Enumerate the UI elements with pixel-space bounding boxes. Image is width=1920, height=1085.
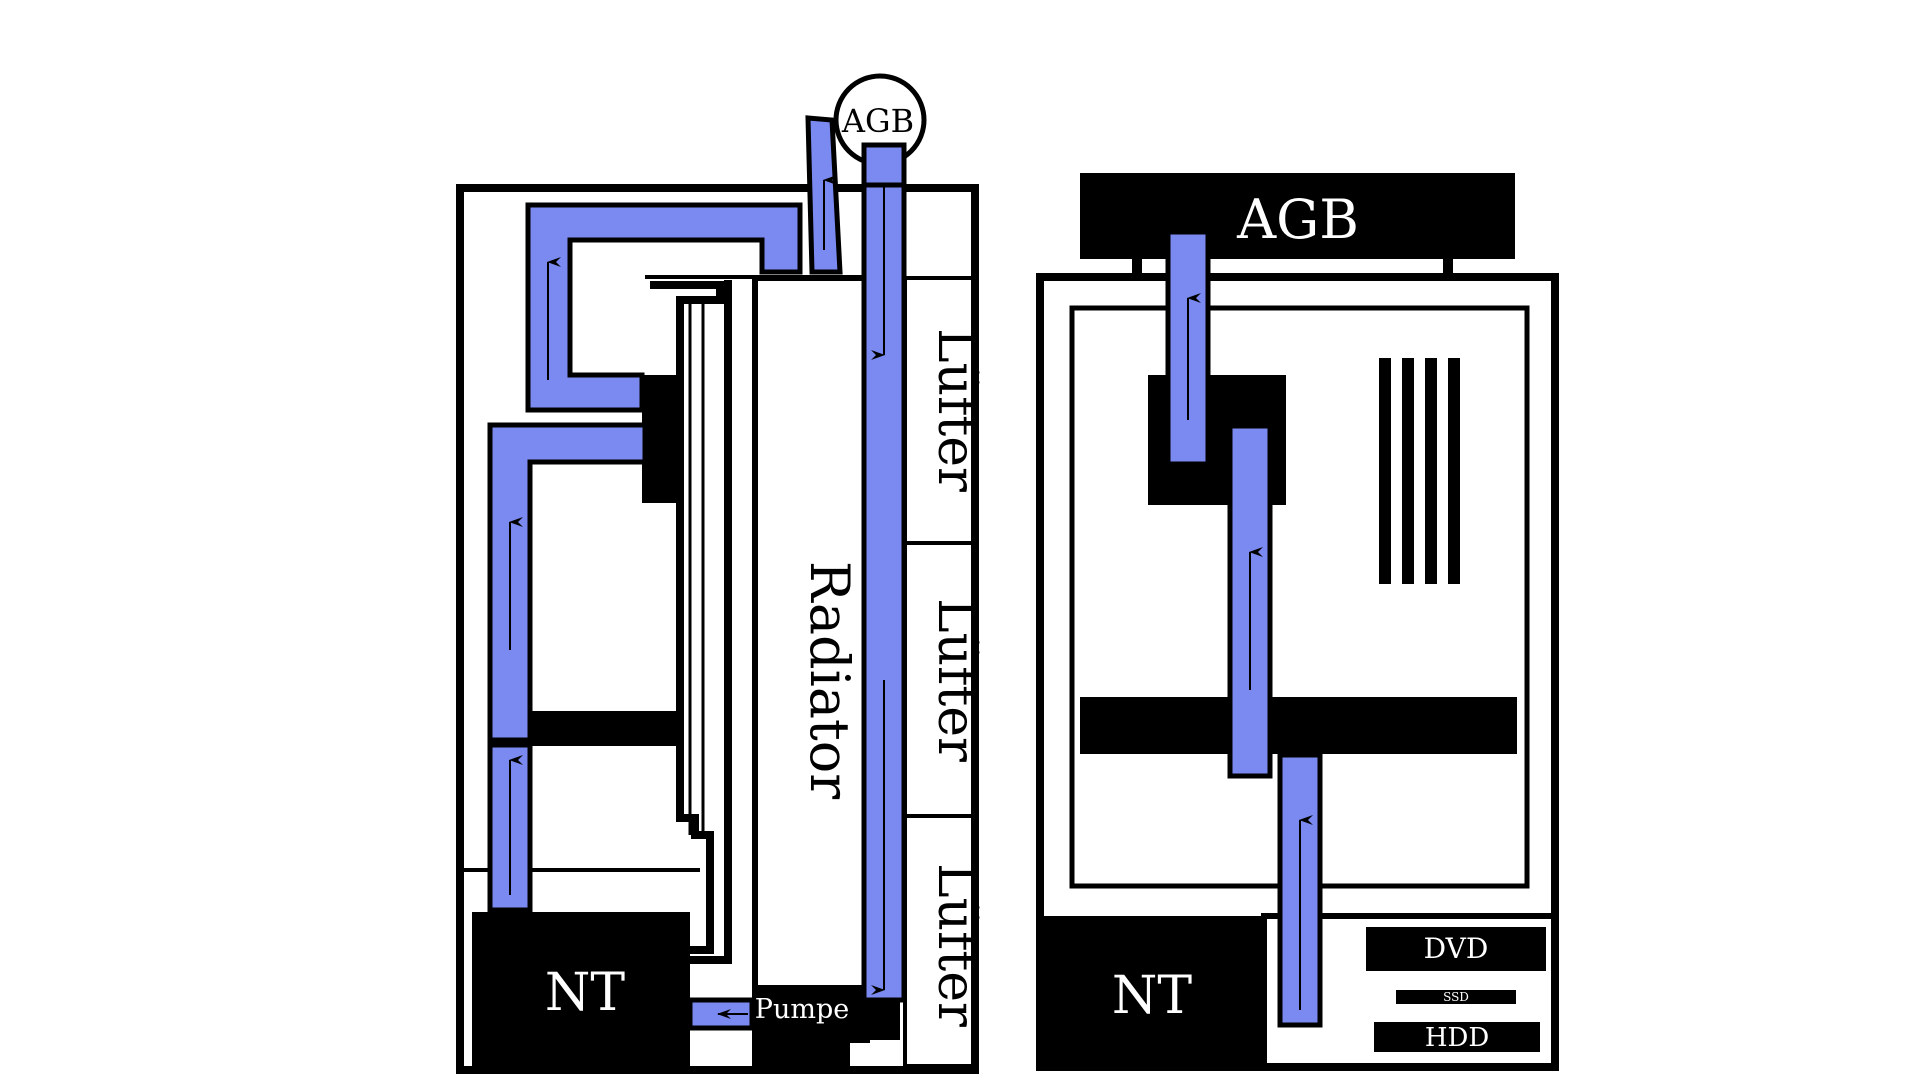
ram-slot [1448, 358, 1460, 584]
right-flow-arrows [1187, 293, 1313, 1010]
left-agb-label: AGB [841, 102, 914, 140]
left-flow-arrows [509, 175, 885, 1019]
left-fan-label-2: Lüfter [926, 598, 986, 762]
drive-dvd-label: DVD [1424, 932, 1489, 965]
left-tube-top-loop [525, 202, 803, 413]
left-case-view: NT Radiator Lüfter Lüfter Lüfter Pumpe [456, 73, 986, 1074]
drive-hdd-label: HDD [1425, 1023, 1489, 1053]
drive-dvd [1366, 927, 1546, 971]
right-agb-foot-right [1443, 255, 1453, 275]
left-psu-block [472, 912, 690, 1070]
right-agb-bar [1080, 173, 1515, 259]
left-radiator-label: Radiator [798, 561, 861, 799]
left-pump-label: Pumpe [755, 994, 849, 1025]
left-pump-block [752, 985, 850, 1070]
drive-ssd [1396, 990, 1516, 1004]
drive-ssd-label: SSD [1443, 990, 1469, 1004]
left-psu-label: NT [545, 963, 626, 1023]
drive-hdd [1374, 1022, 1540, 1052]
right-psu-block [1044, 916, 1264, 1064]
left-fan-label-1: Lüfter [926, 328, 986, 492]
right-agb-label: AGB [1236, 188, 1359, 251]
left-mainboard-bracket [650, 280, 732, 964]
right-tubes [1165, 229, 1323, 1028]
ram-slot [1402, 358, 1414, 584]
left-gpu-bar [528, 711, 682, 746]
left-tube-cpu-down [487, 422, 648, 743]
ram-slot [1425, 358, 1437, 584]
ram-slot [1379, 358, 1391, 584]
right-psu-label: NT [1112, 966, 1193, 1026]
right-drive-bay [1261, 913, 1557, 1069]
right-case-view: AGB NT DVD SSD HDD [1036, 173, 1559, 1071]
left-fan-label-3: Lüfter [926, 863, 986, 1027]
left-agb-tube-cover [861, 142, 907, 188]
right-agb-foot-left [1132, 255, 1142, 275]
right-gpu-bar [1080, 697, 1517, 754]
left-cpu-block [642, 375, 682, 503]
